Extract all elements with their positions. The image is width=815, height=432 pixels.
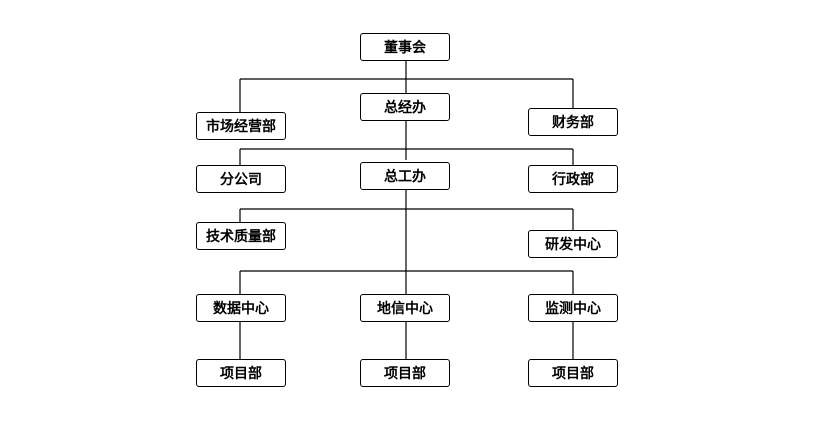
node-project-dept-1: 项目部 [196,359,286,387]
node-chief-engineer-office: 总工办 [360,162,450,190]
node-general-office: 总经办 [360,93,450,121]
node-project-dept-2: 项目部 [360,359,450,387]
node-marketing: 市场经营部 [196,112,286,140]
node-geo-info-center: 地信中心 [360,294,450,322]
node-rnd-center: 研发中心 [528,230,618,258]
node-data-center: 数据中心 [196,294,286,322]
node-project-dept-3: 项目部 [528,359,618,387]
node-board: 董事会 [360,33,450,61]
node-tech-quality: 技术质量部 [196,222,286,250]
node-finance: 财务部 [528,108,618,136]
node-survey-center: 监测中心 [528,294,618,322]
node-branch: 分公司 [196,165,286,193]
node-administration: 行政部 [528,165,618,193]
